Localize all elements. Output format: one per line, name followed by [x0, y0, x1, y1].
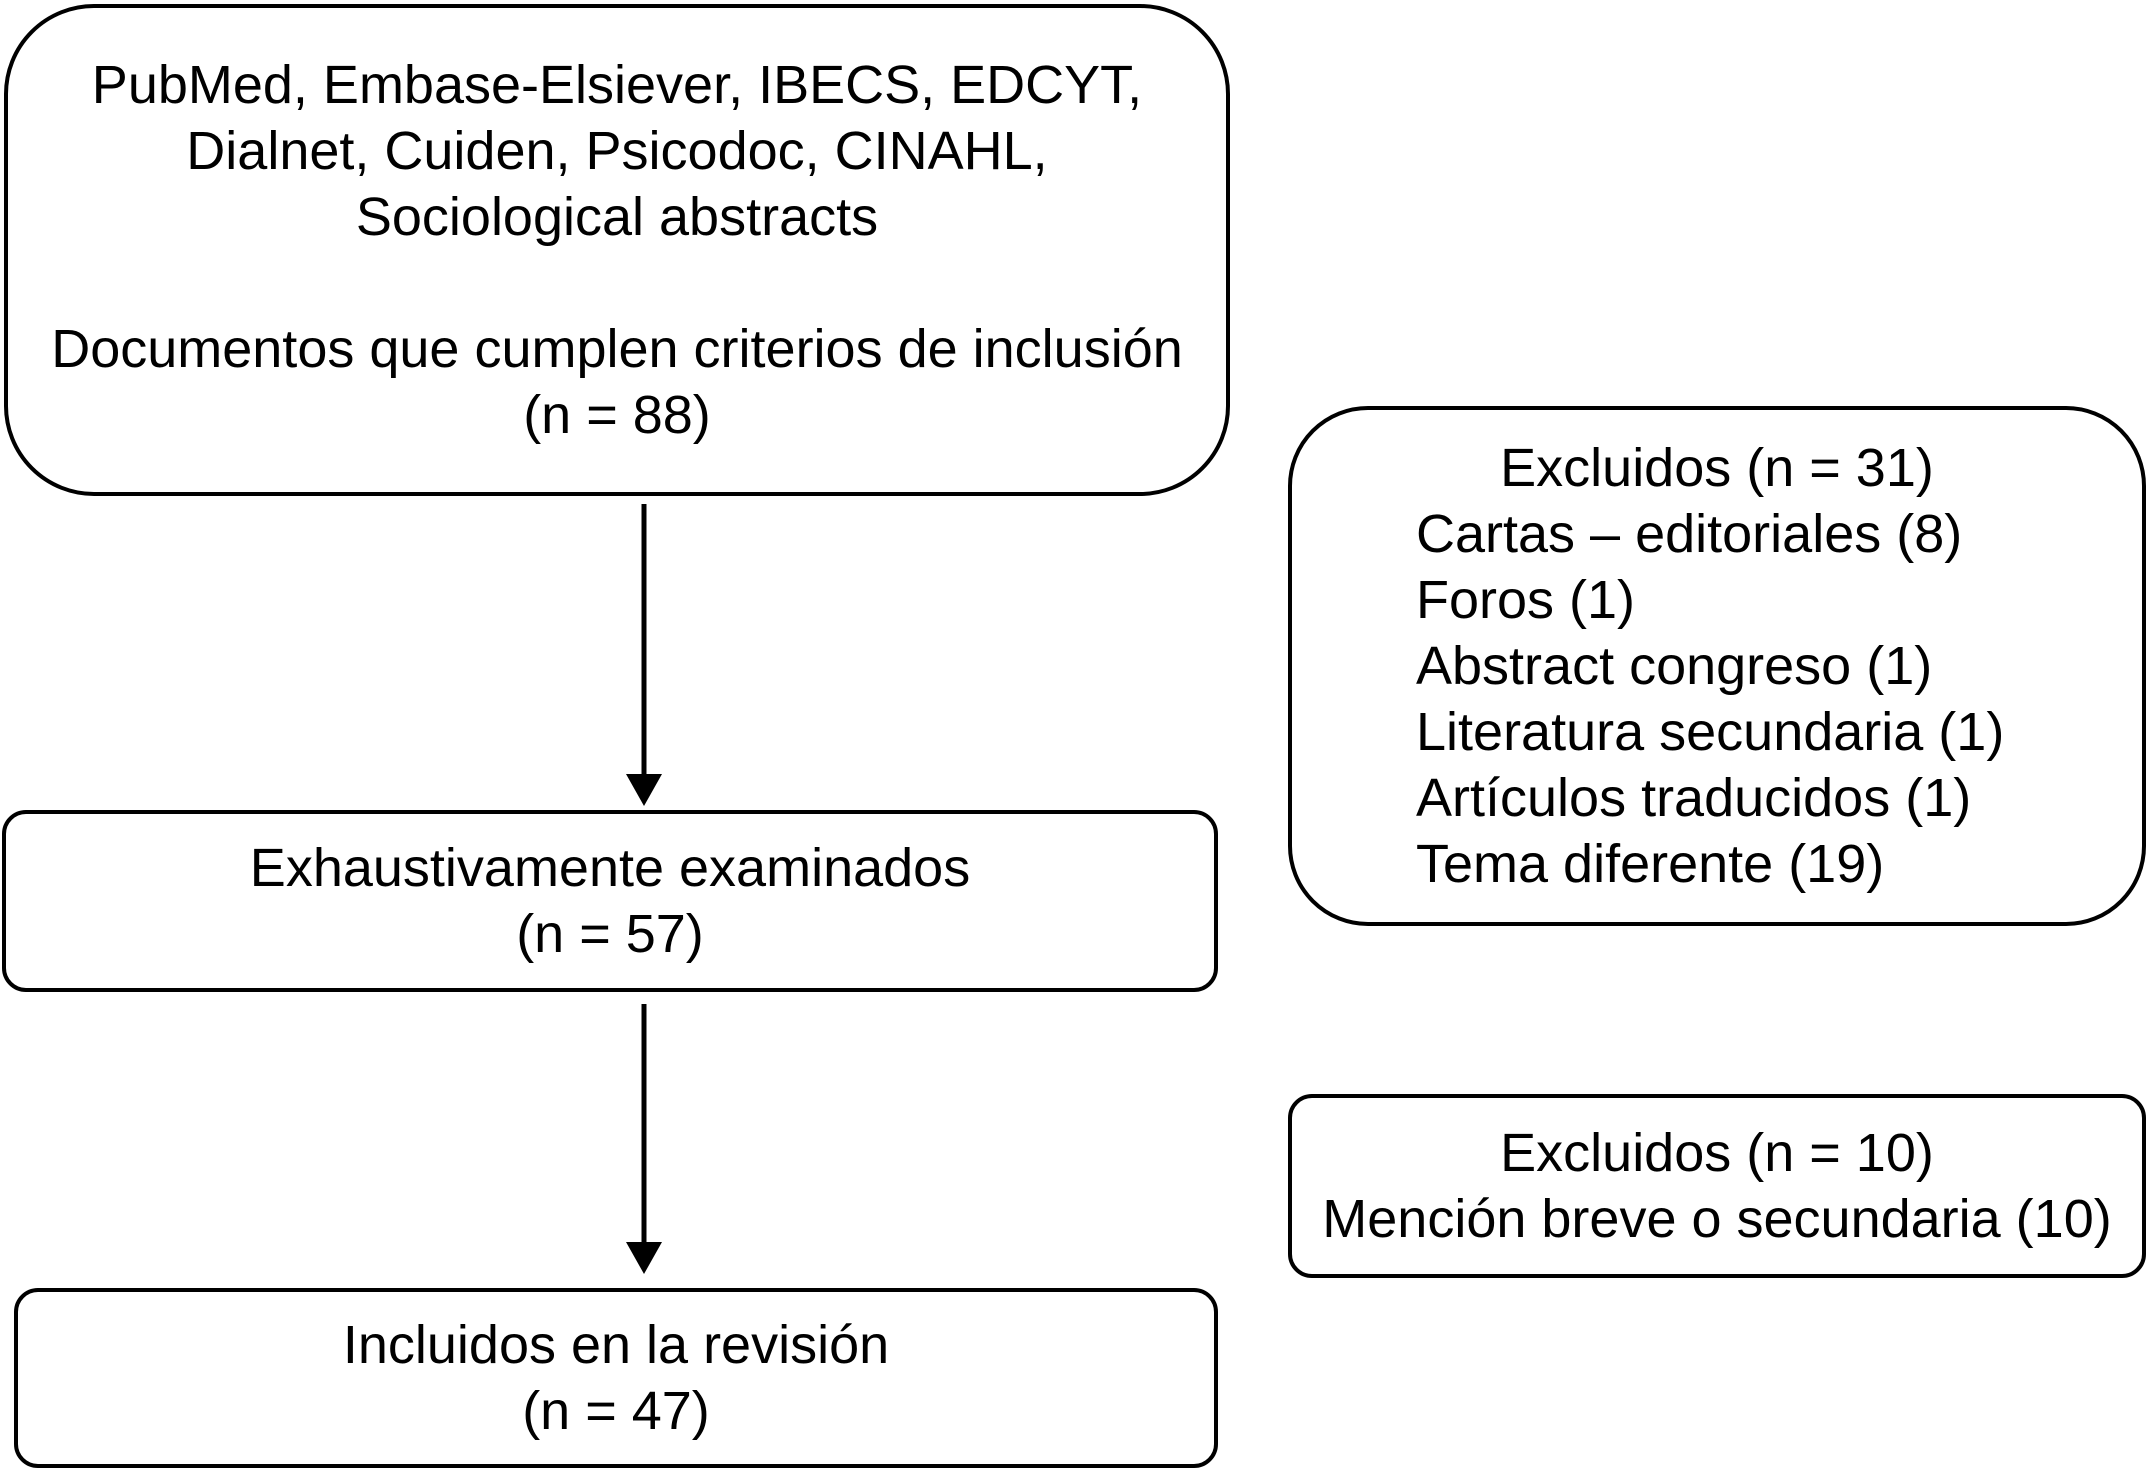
included-box: Incluidos en la revisión (n = 47) — [14, 1288, 1218, 1468]
excluded-first-item: Cartas – editoriales (8) — [1416, 504, 1963, 564]
excluded-second-item: Mención breve o secundaria (10) — [1322, 1189, 2112, 1249]
examined-count: (n = 57) — [516, 904, 704, 964]
examined-label: Exhaustivamente examinados — [249, 838, 971, 898]
sources-box: PubMed, Embase-Elsiever, IBECS, EDCYT, D… — [4, 4, 1230, 496]
excluded-first-item: Abstract congreso (1) — [1416, 636, 1933, 696]
excluded-first-item: Tema diferente (19) — [1416, 834, 1885, 894]
sources-label: Documentos que cumplen criterios de incl… — [51, 319, 1183, 379]
arrow-examined-to-included — [626, 1004, 662, 1274]
excluded-first-item: Artículos traducidos (1) — [1416, 768, 1972, 828]
arrow-sources-to-examined — [626, 504, 662, 806]
excluded-first-title: Excluidos (n = 31) — [1500, 438, 1934, 498]
excluded-second-title: Excluidos (n = 10) — [1500, 1123, 1934, 1183]
databases-line-3: Sociological abstracts — [355, 187, 879, 247]
databases-line-1: PubMed, Embase-Elsiever, IBECS, EDCYT, — [91, 55, 1143, 115]
excluded-box-second: Excluidos (n = 10) Mención breve o secun… — [1288, 1094, 2146, 1278]
included-label: Incluidos en la revisión — [342, 1315, 890, 1375]
sources-count: (n = 88) — [523, 385, 711, 445]
excluded-box-first: Excluidos (n = 31) Cartas – editoriales … — [1288, 406, 2146, 926]
examined-box: Exhaustivamente examinados (n = 57) — [2, 810, 1218, 992]
databases-line-2: Dialnet, Cuiden, Psicodoc, CINAHL, — [186, 121, 1048, 181]
excluded-first-item: Foros (1) — [1416, 570, 1636, 630]
included-count: (n = 47) — [522, 1381, 710, 1441]
excluded-first-list: Cartas – editoriales (8) Foros (1) Abstr… — [1416, 501, 2004, 897]
excluded-first-item: Literatura secundaria (1) — [1416, 702, 2005, 762]
